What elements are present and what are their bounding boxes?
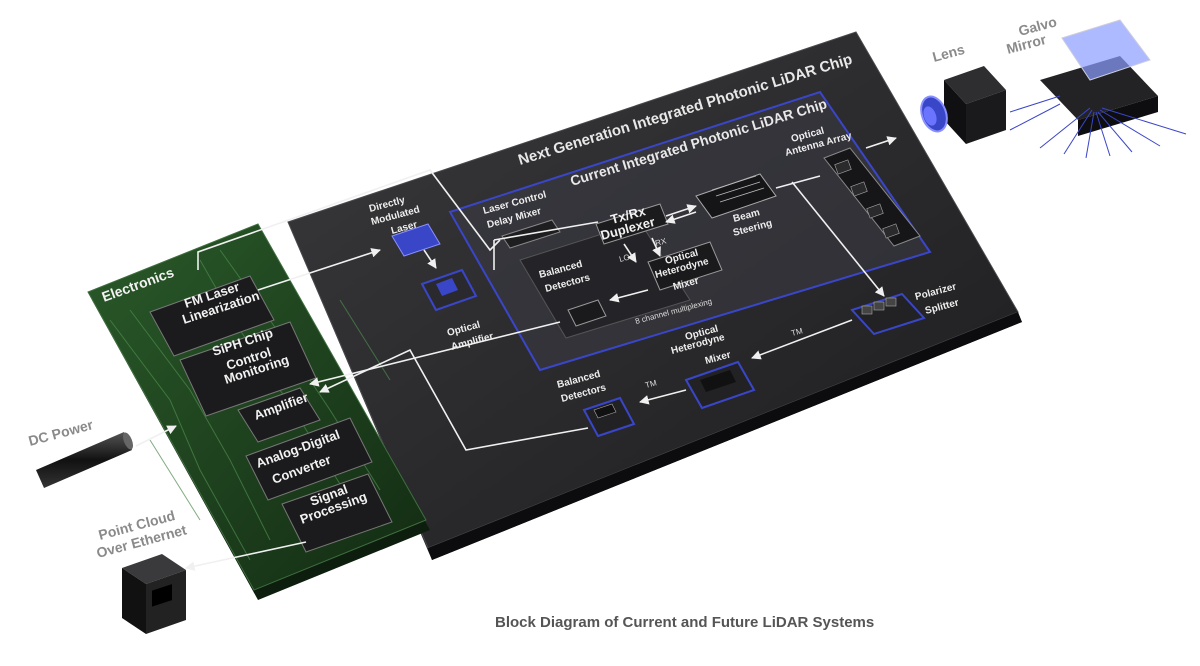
laser-block bbox=[391, 223, 441, 257]
tm-label-1: TM bbox=[790, 326, 804, 338]
heterodyne-mixer-outer-block bbox=[684, 360, 756, 410]
galvo-label-2: Mirror bbox=[1005, 31, 1049, 57]
signal-processing-ic bbox=[281, 473, 393, 553]
rx-label: RX bbox=[654, 236, 668, 248]
adc-ic bbox=[245, 417, 373, 501]
fm-laser-ic bbox=[149, 275, 275, 357]
signal-wires bbox=[135, 136, 897, 571]
dc-power-cable bbox=[36, 432, 134, 488]
ethernet-port bbox=[122, 554, 186, 634]
dc-power-label: DC Power bbox=[27, 416, 96, 449]
beam-steering-block bbox=[695, 173, 777, 219]
polarizer-splitter-block bbox=[850, 292, 926, 336]
duplexer-block bbox=[595, 203, 669, 245]
diagram-caption: Block Diagram of Current and Future LiDA… bbox=[495, 614, 874, 631]
antenna-array-block bbox=[823, 147, 921, 247]
balanced-detectors-outer-block bbox=[582, 396, 636, 438]
lo-label: LO bbox=[618, 252, 631, 263]
lens-block bbox=[920, 66, 1006, 144]
tm-label-2: TM bbox=[644, 378, 658, 390]
galvo-mirror-block bbox=[1009, 19, 1187, 159]
heterodyne-mixer-inner-block bbox=[647, 241, 723, 291]
lens-label: Lens bbox=[931, 41, 967, 65]
amplifier-ic bbox=[237, 387, 321, 443]
balanced-detectors-inner-block bbox=[567, 299, 607, 327]
optical-amplifier-block bbox=[420, 268, 478, 312]
